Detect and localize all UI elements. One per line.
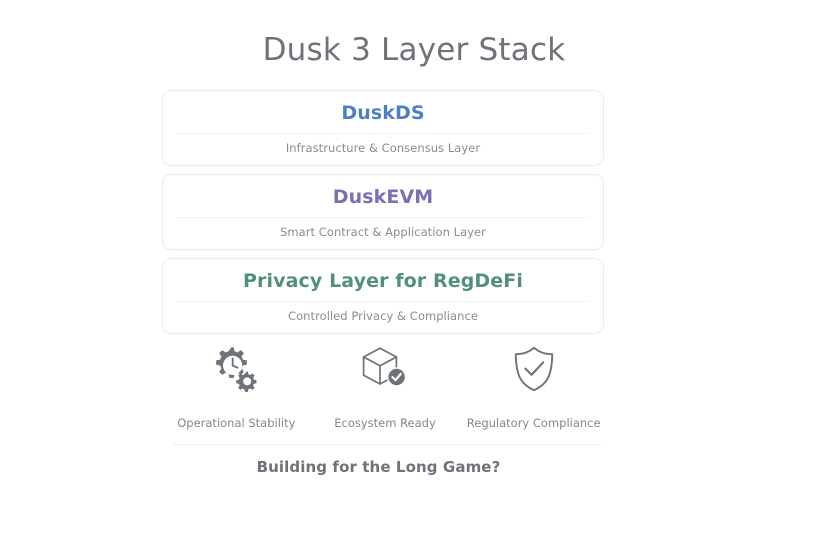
layer-title: Privacy Layer for RegDeFi xyxy=(243,270,523,292)
layer-card-privacy-layer[interactable]: Privacy Layer for RegDeFi Controlled Pri… xyxy=(162,258,604,334)
layer-title: DuskDS xyxy=(341,102,425,124)
feature-ecosystem-ready: Ecosystem Ready xyxy=(311,344,460,431)
footer-divider xyxy=(173,444,601,445)
feature-label: Operational Stability xyxy=(177,416,296,430)
footer-cta-text: Building for the Long Game? xyxy=(256,458,501,476)
layer-subtitle: Controlled Privacy & Compliance xyxy=(288,309,478,323)
cube-check-icon xyxy=(358,344,412,394)
layer-card-duskevm[interactable]: DuskEVM Smart Contract & Application Lay… xyxy=(162,174,604,250)
feature-regulatory-compliance: Regulatory Compliance xyxy=(459,344,608,431)
feature-row: Operational Stability Ecosystem Ready xyxy=(162,344,608,431)
card-divider xyxy=(177,133,589,134)
layer-card-duskds[interactable]: DuskDS Infrastructure & Consensus Layer xyxy=(162,90,604,166)
feature-label: Regulatory Compliance xyxy=(466,416,601,430)
card-divider xyxy=(177,301,589,302)
gear-clock-icon xyxy=(210,344,262,394)
layer-subtitle: Infrastructure & Consensus Layer xyxy=(285,141,481,155)
feature-label: Ecosystem Ready xyxy=(334,416,436,430)
layer-title: DuskEVM xyxy=(332,186,434,208)
shield-check-icon xyxy=(509,344,559,394)
card-divider xyxy=(177,217,589,218)
feature-operational-stability: Operational Stability xyxy=(162,344,311,431)
layer-subtitle: Smart Contract & Application Layer xyxy=(280,225,486,239)
page-title: Dusk 3 Layer Stack xyxy=(262,32,566,68)
layer-stack: DuskDS Infrastructure & Consensus Layer … xyxy=(162,90,604,342)
